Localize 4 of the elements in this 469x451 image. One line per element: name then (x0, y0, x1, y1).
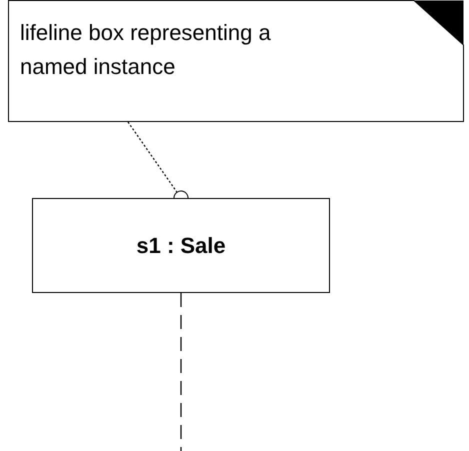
instance-name: s1 : Sale (136, 232, 226, 260)
lifeline-box (32, 198, 330, 293)
lifeline (180, 293, 182, 451)
note-text: lifeline box representing a named instance (20, 19, 272, 81)
